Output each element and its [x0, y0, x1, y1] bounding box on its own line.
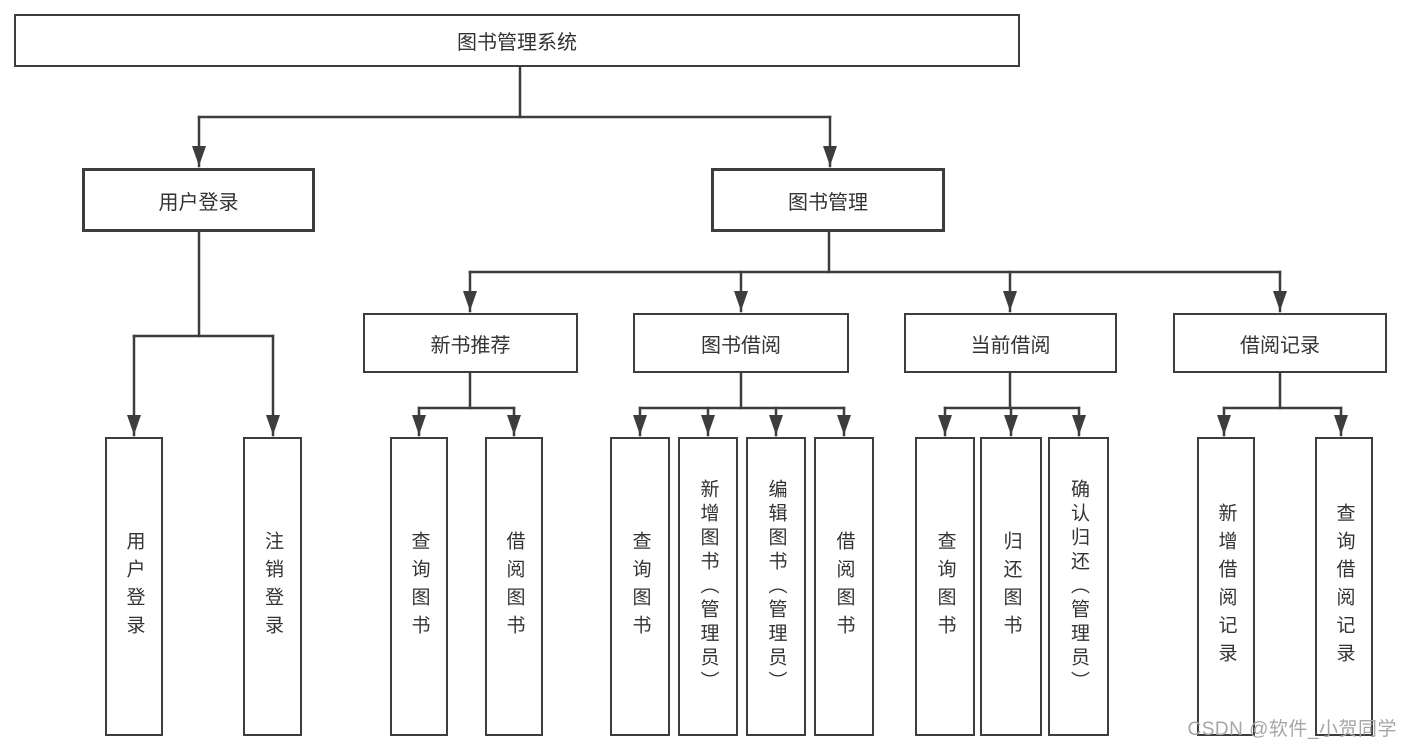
leaf-current-return-books: 归还图书 [980, 437, 1042, 736]
node-borrowing-records-label: 借阅记录 [1240, 334, 1320, 357]
node-current-borrowing: 当前借阅 [904, 313, 1117, 373]
leaf-recommend-borrow-books-label: 借阅图书 [503, 530, 525, 643]
leaf-current-confirm-return-label: 确认归还（管理员） [1068, 478, 1089, 695]
leaf-borrowing-borrow-books: 借阅图书 [814, 437, 874, 736]
leaf-current-query-books: 查询图书 [915, 437, 975, 736]
node-root-label: 图书管理系统 [457, 32, 577, 54]
node-user-login: 用户登录 [82, 168, 315, 232]
leaf-borrowing-add-books-label: 新增图书（管理员） [697, 478, 719, 695]
leaf-records-query-record: 查询借阅记录 [1315, 437, 1373, 736]
leaf-recommend-query-books: 查询图书 [390, 437, 448, 736]
leaf-records-query-record-label: 查询借阅记录 [1333, 502, 1355, 671]
leaf-user-login: 用户登录 [105, 437, 163, 736]
leaf-recommend-query-books-label: 查询图书 [408, 530, 430, 643]
leaf-user-login-label: 用户登录 [123, 530, 145, 643]
node-book-borrowing: 图书借阅 [633, 313, 849, 373]
node-book-borrowing-label: 图书借阅 [701, 334, 781, 357]
csdn-watermark: CSDN @软件_小贺同学 [1187, 719, 1397, 740]
leaf-borrowing-edit-books-label: 编辑图书（管理员） [765, 478, 787, 695]
leaf-borrowing-add-books: 新增图书（管理员） [678, 437, 738, 736]
leaf-current-query-books-label: 查询图书 [934, 530, 956, 643]
leaf-records-add-record-label: 新增借阅记录 [1215, 502, 1237, 671]
node-root: 图书管理系统 [14, 14, 1020, 67]
leaf-borrowing-borrow-books-label: 借阅图书 [833, 530, 855, 643]
leaf-borrowing-query-books-label: 查询图书 [629, 530, 651, 643]
leaf-borrowing-query-books: 查询图书 [610, 437, 670, 736]
leaf-records-add-record: 新增借阅记录 [1197, 437, 1255, 736]
leaf-current-return-books-label: 归还图书 [1000, 530, 1022, 643]
node-new-book-recommend-label: 新书推荐 [430, 334, 511, 357]
leaf-logout: 注销登录 [243, 437, 302, 736]
node-user-login-label: 用户登录 [158, 191, 239, 214]
node-current-borrowing-label: 当前借阅 [970, 334, 1051, 357]
node-borrowing-records: 借阅记录 [1173, 313, 1387, 373]
leaf-current-confirm-return: 确认归还（管理员） [1048, 437, 1109, 736]
leaf-borrowing-edit-books: 编辑图书（管理员） [746, 437, 806, 736]
leaf-logout-label: 注销登录 [262, 530, 283, 643]
node-new-book-recommend: 新书推荐 [363, 313, 578, 373]
node-book-management: 图书管理 [711, 168, 945, 232]
node-book-management-label: 图书管理 [788, 191, 868, 214]
leaf-recommend-borrow-books: 借阅图书 [485, 437, 543, 736]
